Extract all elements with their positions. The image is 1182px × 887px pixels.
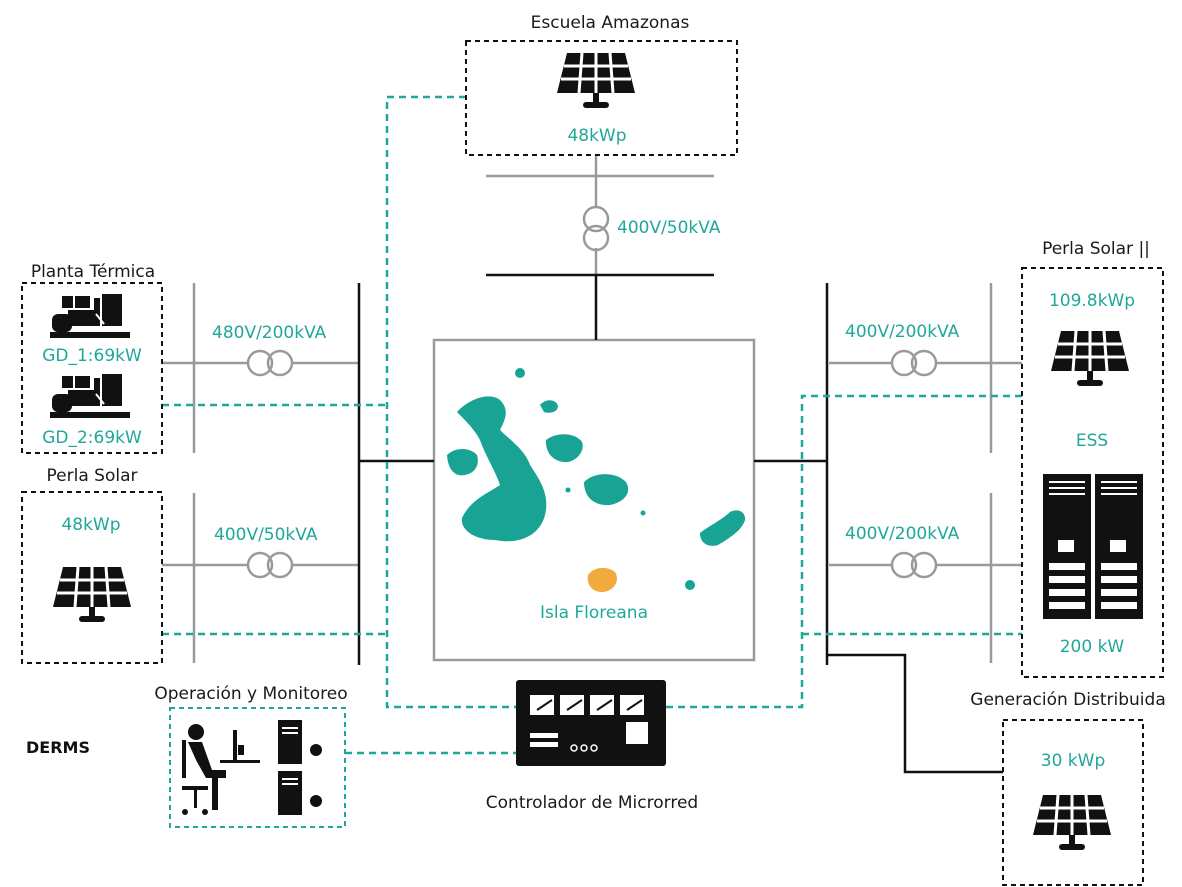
ess-label: ESS bbox=[1076, 431, 1108, 451]
controller-panel-icon bbox=[516, 680, 666, 766]
perla-solar-box: Perla Solar 48kWp bbox=[21, 466, 163, 664]
planta-title: Planta Térmica bbox=[31, 262, 155, 282]
transformer-perla bbox=[246, 551, 294, 579]
planta-gen1: GD_1:69kW bbox=[42, 346, 142, 366]
planta-termica-box: Planta Térmica GD_1:69kW GD_2:69kW bbox=[21, 262, 163, 454]
escuela-power: 48kWp bbox=[567, 126, 626, 146]
transformer-planta bbox=[246, 349, 294, 377]
perla-transformer-rating: 400V/50kVA bbox=[214, 525, 318, 545]
planta-gen2: GD_2:69kW bbox=[42, 428, 142, 448]
map-label: Isla Floreana bbox=[540, 603, 648, 623]
top-transformer-rating: 400V/50kVA bbox=[617, 218, 721, 238]
perla-title: Perla Solar bbox=[47, 466, 138, 486]
generacion-power: 30 kWp bbox=[1041, 751, 1105, 771]
communication-lines bbox=[162, 95, 1022, 755]
planta-transformer-rating: 480V/200kVA bbox=[212, 323, 327, 343]
derms-label: DERMS bbox=[26, 738, 90, 757]
battery-cabinet-icon bbox=[1043, 474, 1143, 619]
transformer-perla2-bottom bbox=[890, 551, 938, 579]
power-lines bbox=[162, 155, 1022, 663]
perla-solar-2-box: Perla Solar || 109.8kWp ESS 200 kW bbox=[1021, 239, 1164, 678]
perla-power: 48kWp bbox=[61, 515, 120, 535]
main-buses bbox=[357, 273, 1003, 774]
galapagos-map-icon bbox=[447, 368, 746, 593]
operator-icon bbox=[182, 724, 260, 815]
ess-power: 200 kW bbox=[1060, 637, 1125, 657]
escuela-title: Escuela Amazonas bbox=[531, 13, 690, 33]
operacion-box: Operación y Monitoreo bbox=[154, 684, 348, 828]
perla2-power: 109.8kWp bbox=[1049, 291, 1135, 311]
generacion-title: Generación Distribuida bbox=[970, 690, 1165, 710]
perla2-transformer-bottom-rating: 400V/200kVA bbox=[845, 524, 960, 544]
controller-label: Controlador de Microrred bbox=[486, 793, 698, 813]
perla2-title: Perla Solar || bbox=[1042, 239, 1150, 259]
transformer-perla2-top bbox=[890, 349, 938, 377]
perla2-transformer-top-rating: 400V/200kVA bbox=[845, 322, 960, 342]
transformer-top bbox=[582, 205, 610, 252]
operacion-title: Operación y Monitoreo bbox=[154, 684, 347, 704]
escuela-amazonas-box: Escuela Amazonas 48kWp bbox=[465, 13, 738, 156]
generacion-distribuida-box: Generación Distribuida 30 kWp bbox=[970, 690, 1166, 886]
